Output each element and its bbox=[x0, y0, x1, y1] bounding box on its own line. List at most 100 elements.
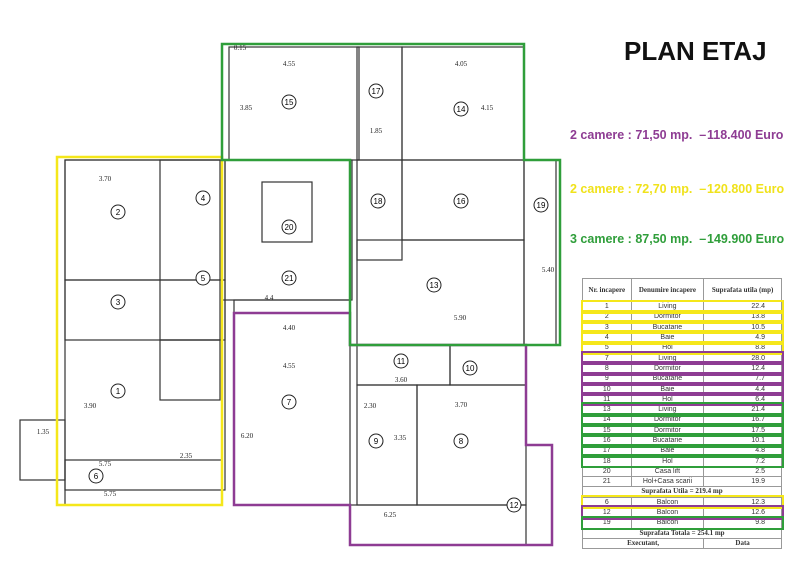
offer-0: 2 camere : 71,50 mp. –118.400 Euro bbox=[570, 128, 783, 142]
room-nr: 16 bbox=[582, 434, 632, 447]
room-nr: 18 bbox=[582, 455, 632, 467]
room-label-20: 20 bbox=[281, 219, 297, 235]
dimension-label: 4.40 bbox=[283, 324, 296, 332]
wall bbox=[64, 459, 223, 506]
dimension-label: 6.25 bbox=[384, 511, 397, 519]
offer-price: 120.800 Euro bbox=[707, 182, 785, 196]
wall bbox=[449, 344, 527, 386]
room-circle bbox=[462, 360, 478, 376]
room-circle bbox=[281, 394, 297, 410]
room-number: 9 bbox=[374, 437, 379, 446]
room-area: 16.7 bbox=[703, 414, 782, 426]
room-label-21: 21 bbox=[281, 270, 297, 286]
offer-price: 149.900 Euro bbox=[707, 232, 785, 246]
room-name: Dormitor bbox=[630, 362, 705, 375]
room-circle bbox=[195, 270, 211, 286]
room-number: 18 bbox=[374, 197, 383, 206]
room-name: Living bbox=[630, 352, 705, 364]
room-nr: 6 bbox=[582, 496, 632, 508]
room-name: Casa lift bbox=[630, 465, 705, 478]
dimension-label: 2.30 bbox=[364, 402, 377, 410]
offer-text: 2 camere : 71,50 mp. – bbox=[570, 128, 707, 142]
room-circle bbox=[370, 193, 386, 209]
room-area: 4.4 bbox=[703, 383, 782, 395]
room-name: Dormitor bbox=[630, 414, 705, 426]
room-name: Balcon bbox=[630, 506, 705, 519]
room-circle bbox=[281, 270, 297, 286]
room-area: 4.8 bbox=[703, 445, 782, 457]
col-area: Suprafata utila (mp) bbox=[703, 278, 782, 302]
room-name: Hol bbox=[630, 455, 705, 467]
dimension-label: 5.75 bbox=[99, 460, 112, 468]
room-name: Living bbox=[630, 403, 705, 416]
room-area: 28.0 bbox=[703, 352, 782, 364]
room-nr: 20 bbox=[582, 465, 632, 478]
room-name: Hol+Casa scarii bbox=[630, 476, 705, 488]
room-number: 7 bbox=[287, 398, 292, 407]
room-circle bbox=[393, 353, 409, 369]
room-name: Balcon bbox=[630, 496, 705, 508]
room-number: 6 bbox=[94, 472, 99, 481]
room-number: 8 bbox=[459, 437, 464, 446]
room-area: 12.6 bbox=[703, 506, 782, 519]
dimension-label: 4.55 bbox=[283, 60, 296, 68]
dimension-label: 5.75 bbox=[104, 490, 117, 498]
room-area: 21.4 bbox=[703, 403, 782, 416]
room-label-7: 7 bbox=[281, 394, 297, 410]
col-nr: Nr. incapere bbox=[582, 278, 632, 302]
room-circle bbox=[533, 197, 549, 213]
dimension-label: 5.90 bbox=[454, 314, 467, 322]
room-number: 17 bbox=[372, 87, 381, 96]
room-label-11: 11 bbox=[393, 353, 409, 369]
room-circle bbox=[195, 190, 211, 206]
room-nr: 8 bbox=[582, 362, 632, 375]
room-number: 4 bbox=[201, 194, 206, 203]
offer-2: 3 camere : 87,50 mp. –149.900 Euro bbox=[570, 232, 784, 246]
dimension-label: 1.85 bbox=[370, 127, 383, 135]
room-nr: 7 bbox=[582, 352, 632, 364]
room-area: 19.9 bbox=[703, 476, 782, 488]
room-nr: 21 bbox=[582, 476, 632, 488]
room-number: 10 bbox=[466, 364, 475, 373]
room-area: 17.5 bbox=[703, 424, 782, 436]
wall bbox=[159, 159, 221, 341]
wall bbox=[19, 419, 66, 481]
room-nr: 15 bbox=[582, 424, 632, 436]
room-name: Baie bbox=[630, 445, 705, 457]
wall bbox=[349, 504, 527, 546]
room-nr: 17 bbox=[582, 445, 632, 457]
wall bbox=[356, 159, 403, 261]
room-nr: 14 bbox=[582, 414, 632, 426]
apartment-outline-green bbox=[220, 42, 562, 347]
dimension-label: 2.35 bbox=[180, 452, 193, 460]
wall bbox=[356, 46, 403, 161]
room-number: 15 bbox=[285, 98, 294, 107]
room-nr: 11 bbox=[582, 393, 632, 405]
room-label-6: 6 bbox=[88, 468, 104, 484]
apartment-outline-yellow bbox=[55, 155, 224, 507]
room-nr: 1 bbox=[582, 300, 632, 313]
room-number: 13 bbox=[430, 281, 439, 290]
room-circle bbox=[281, 219, 297, 235]
offer-price: 118.400 Euro bbox=[707, 128, 784, 142]
room-label-13: 13 bbox=[426, 277, 442, 293]
room-area: 8.8 bbox=[703, 342, 782, 354]
room-label-17: 17 bbox=[368, 83, 384, 99]
room-circle bbox=[426, 277, 442, 293]
page-title: PLAN ETAJ bbox=[624, 36, 767, 66]
room-label-2: 2 bbox=[110, 204, 126, 220]
room-nr: 13 bbox=[582, 403, 632, 416]
offer-text: 2 camere : 72,70 mp. – bbox=[570, 182, 707, 196]
room-label-1: 1 bbox=[110, 383, 126, 399]
room-circle bbox=[88, 468, 104, 484]
